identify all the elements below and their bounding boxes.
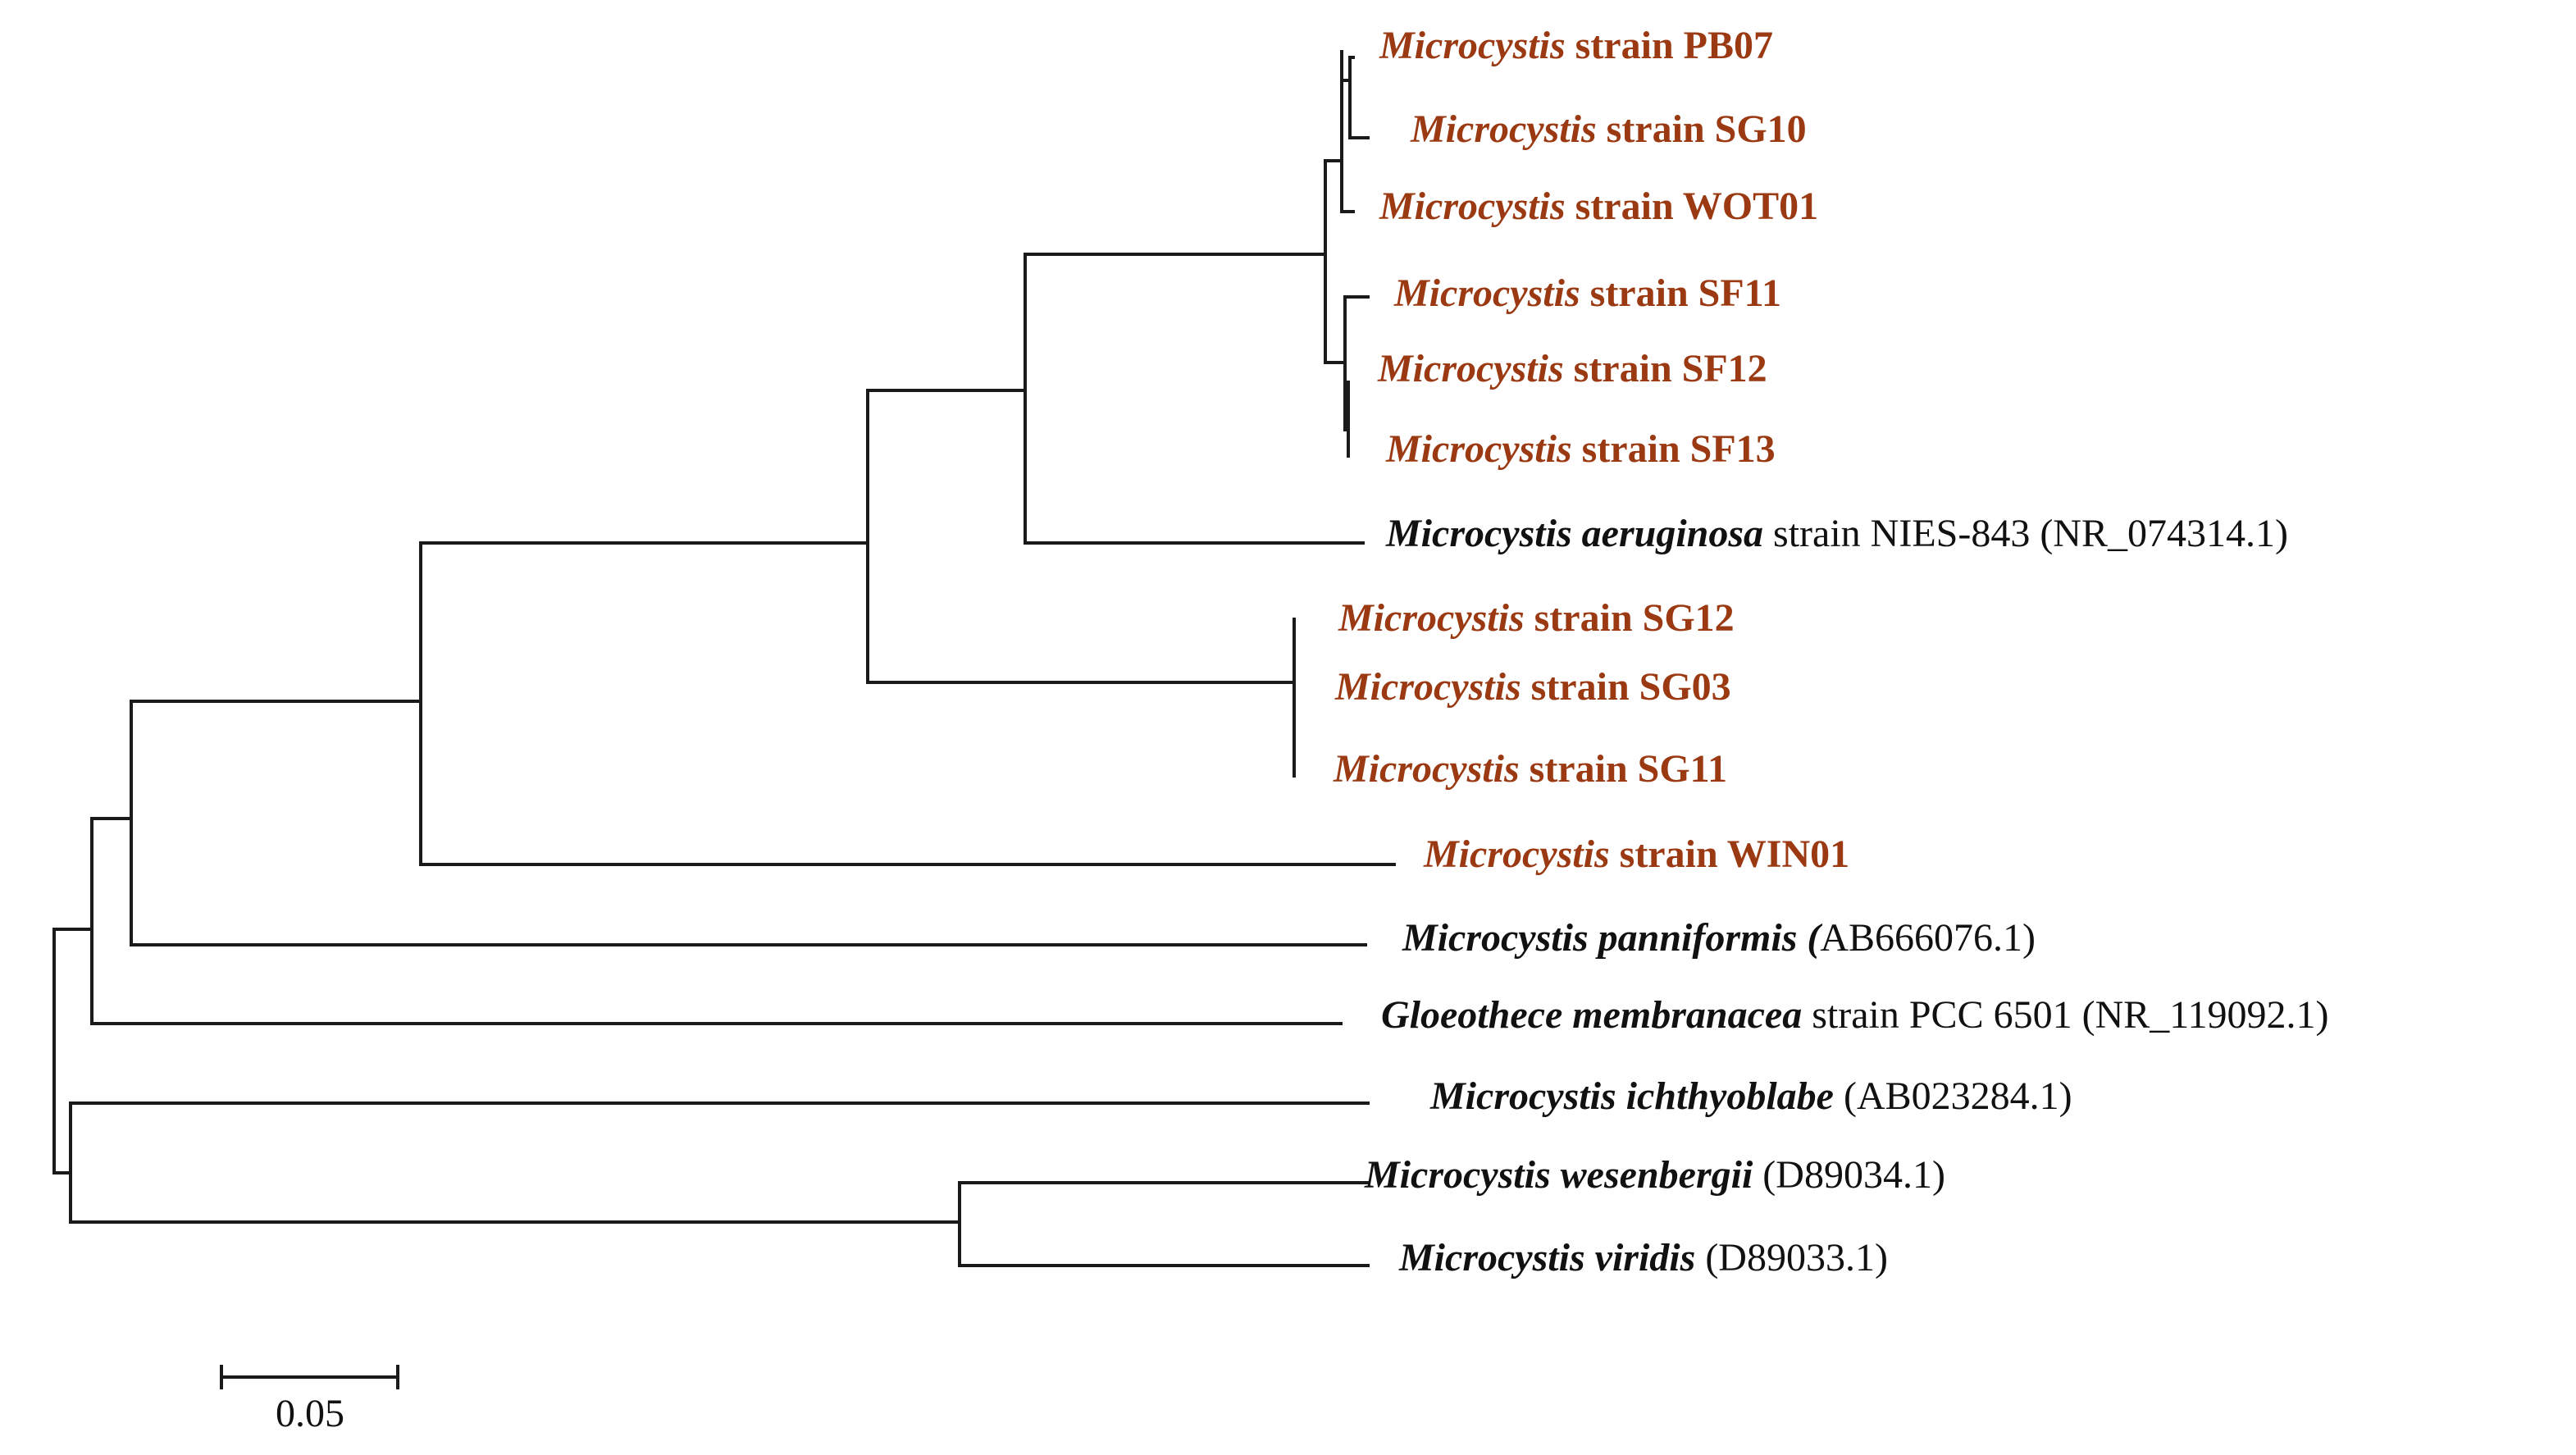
scale-bar: 0.05 (220, 1365, 399, 1435)
leaf-label-panniformis: Microcystis panniformis (AB666076.1) (1402, 916, 2036, 960)
leaf-label-viridis: Microcystis viridis (D89033.1) (1398, 1236, 1888, 1279)
tree-branches (52, 50, 1396, 1267)
leaf-label-ichthyoblabe: Microcystis ichthyoblabe (AB023284.1) (1429, 1074, 2072, 1118)
leaf-label-nies843: Microcystis aeruginosa strain NIES-843 (… (1385, 512, 2288, 555)
leaf-labels: Microcystis strain PB07 Microcystis stra… (1333, 24, 2328, 1279)
leaf-label-sg10: Microcystis strain SG10 (1410, 107, 1807, 151)
leaf-label-sf11: Microcystis strain SF11 (1393, 271, 1781, 315)
leaf-label-wot01: Microcystis strain WOT01 (1379, 185, 1818, 228)
leaf-label-wesenbergii: Microcystis wesenbergii (D89034.1) (1364, 1153, 1945, 1197)
leaf-label-win01: Microcystis strain WIN01 (1423, 832, 1849, 876)
leaf-label-sg12: Microcystis strain SG12 (1338, 596, 1735, 640)
scale-bar-label: 0.05 (276, 1392, 344, 1435)
leaf-label-pb07: Microcystis strain PB07 (1379, 24, 1773, 67)
leaf-label-gloeothece: Gloeothece membranacea strain PCC 6501 (… (1381, 993, 2328, 1037)
leaf-label-sg11: Microcystis strain SG11 (1333, 747, 1727, 791)
leaf-label-sg03: Microcystis strain SG03 (1334, 665, 1731, 709)
leaf-label-sf13: Microcystis strain SF13 (1385, 427, 1776, 471)
leaf-label-sf12: Microcystis strain SF12 (1377, 347, 1767, 390)
